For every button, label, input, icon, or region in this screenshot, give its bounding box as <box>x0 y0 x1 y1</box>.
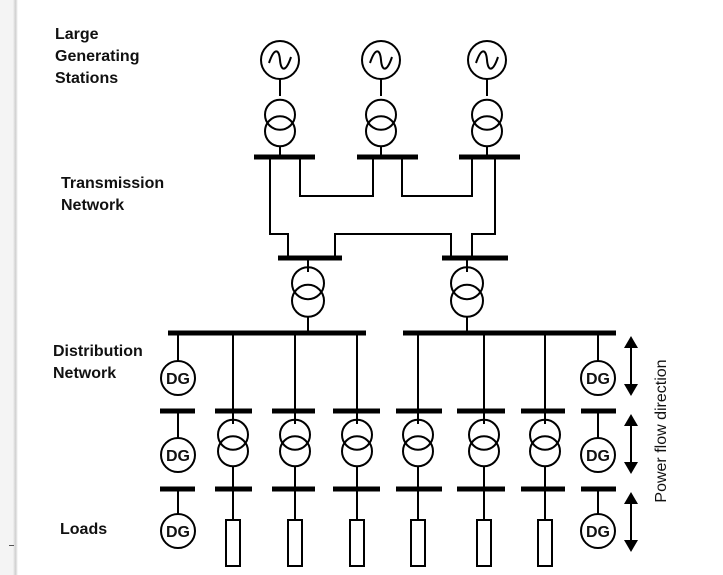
dg-sec-right-text: DG <box>586 448 610 465</box>
power-flow-arrow-2-head-up <box>624 414 638 426</box>
distribution-transformer-1 <box>217 418 249 451</box>
edge-tick <box>9 545 14 546</box>
load-1 <box>225 519 241 567</box>
transmission-line-3-b <box>471 157 496 258</box>
generator-2-sine <box>369 50 393 70</box>
distribution-transformer-6-secondary <box>529 435 561 468</box>
dg-dist-right-text: DG <box>586 371 610 388</box>
transmission-line-1-a <box>269 157 289 258</box>
dg-load-right-text: DG <box>586 524 610 541</box>
distribution-transformer-5-secondary <box>468 435 500 468</box>
generator-transformer-1-secondary <box>264 115 296 148</box>
dg-load-left-text: DG <box>166 524 190 541</box>
generator-1-sine <box>268 50 292 70</box>
distribution-transformer-2 <box>279 418 311 451</box>
distribution-transformer-1-secondary <box>217 435 249 468</box>
large-generating-stations-label: Large Generating Stations <box>55 26 140 87</box>
distribution-transformer-5 <box>468 418 500 451</box>
transmission-line-a-b <box>334 233 452 258</box>
distribution-transformer-4 <box>402 418 434 451</box>
distribution-transformer-2-secondary <box>279 435 311 468</box>
loads-label: Loads <box>60 521 108 538</box>
transmission-line-2-3 <box>401 157 473 197</box>
substation-transformer-1 <box>291 266 325 301</box>
transmission-network-label: Transmission Network <box>61 175 165 214</box>
distribution-network-label: Distribution Network <box>53 343 143 382</box>
generator-transformer-1 <box>264 98 296 131</box>
dg-load-right <box>580 513 616 549</box>
load-6 <box>537 519 553 567</box>
dg-dist-left <box>160 360 196 396</box>
power-flow-arrow-1-head-down <box>624 384 638 396</box>
dg-sec-left <box>160 437 196 473</box>
load-4 <box>410 519 426 567</box>
generator-transformer-3 <box>471 98 503 131</box>
page-edge <box>0 0 18 575</box>
substation-transformer-2-secondary <box>450 283 484 318</box>
substation-transformer-1-secondary <box>291 283 325 318</box>
generator-3-sine <box>475 50 499 70</box>
generator-transformer-2 <box>365 98 397 131</box>
power-flow-arrow-3-head-up <box>624 492 638 504</box>
load-5 <box>476 519 492 567</box>
power-flow-arrow-1-head-up <box>624 336 638 348</box>
load-2 <box>287 519 303 567</box>
load-3 <box>349 519 365 567</box>
dg-sec-left-text: DG <box>166 448 190 465</box>
distribution-transformer-3-secondary <box>341 435 373 468</box>
distribution-transformer-4-secondary <box>402 435 434 468</box>
power-flow-arrow-2-head-down <box>624 462 638 474</box>
distribution-transformer-6 <box>529 418 561 451</box>
power-flow-direction-label: Power flow direction <box>653 359 670 503</box>
generator-transformer-2-secondary <box>365 115 397 148</box>
dg-dist-left-text: DG <box>166 371 190 388</box>
dg-sec-right <box>580 437 616 473</box>
distribution-transformer-3 <box>341 418 373 451</box>
power-flow-arrow-3-head-down <box>624 540 638 552</box>
dg-dist-right <box>580 360 616 396</box>
generator-transformer-3-secondary <box>471 115 503 148</box>
transmission-line-1-2 <box>299 157 374 197</box>
substation-transformer-2 <box>450 266 484 301</box>
dg-load-left <box>160 513 196 549</box>
